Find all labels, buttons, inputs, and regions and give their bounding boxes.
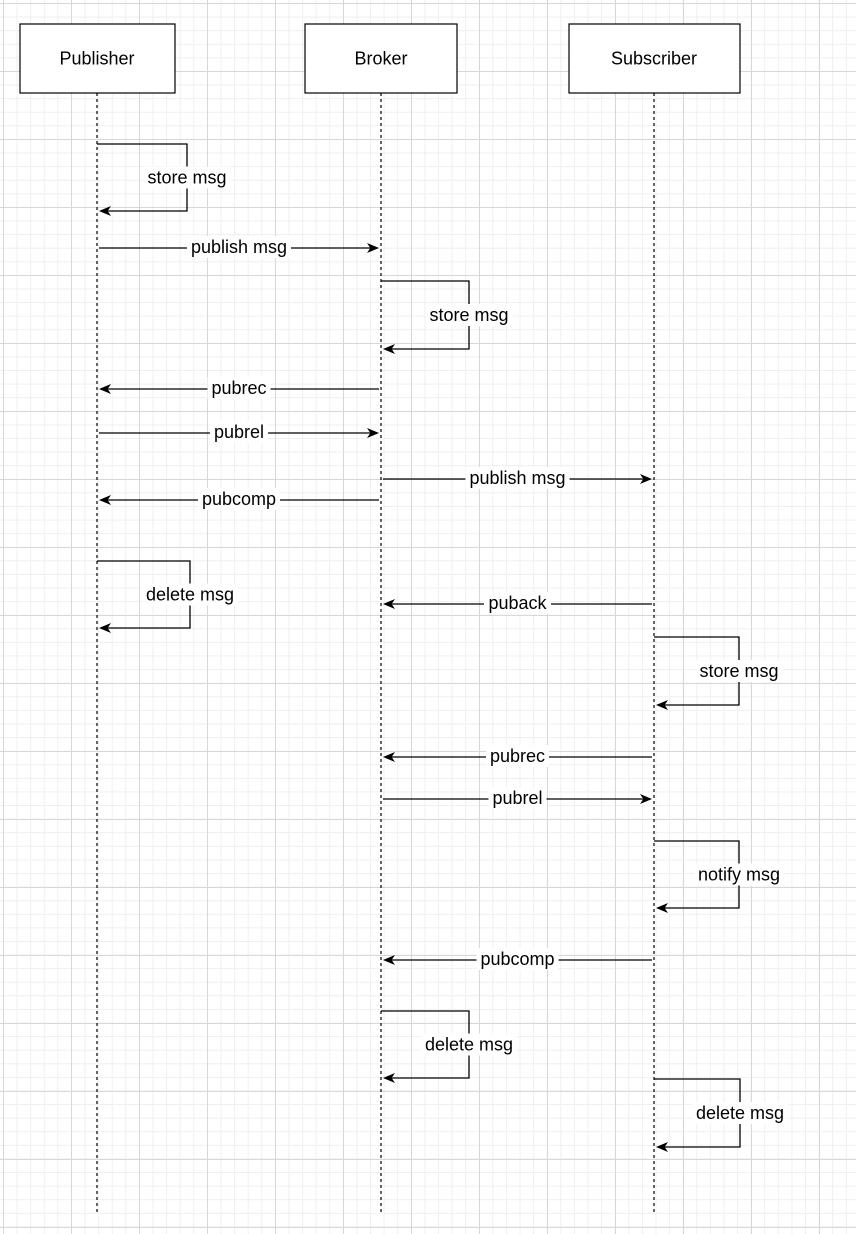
message-label: delete msg xyxy=(425,1035,513,1055)
message-label: pubrec xyxy=(490,746,545,766)
arrow-head xyxy=(99,495,111,505)
lifeline-broker: Broker xyxy=(304,23,458,1215)
message-label: delete msg xyxy=(696,1103,784,1123)
message-label-background xyxy=(488,787,547,809)
message-label-background xyxy=(186,236,292,258)
arrow-head xyxy=(99,384,111,394)
message-label-background xyxy=(693,863,785,886)
message-14[interactable]: pubcomp xyxy=(383,948,652,970)
message-label-background xyxy=(695,660,783,682)
message-label-background xyxy=(483,592,552,614)
arrow-head xyxy=(383,1073,395,1083)
arrow-head xyxy=(367,428,379,438)
message-label-background xyxy=(425,304,513,326)
arrow-head xyxy=(367,243,379,253)
participant-label-publisher: Publisher xyxy=(59,49,134,69)
message-16[interactable]: delete msg xyxy=(654,1078,789,1152)
message-7[interactable]: pubcomp xyxy=(99,488,379,510)
message-label-background xyxy=(143,166,231,189)
participant-box-publisher[interactable] xyxy=(19,23,176,94)
arrow-head xyxy=(383,752,395,762)
message-10[interactable]: store msg xyxy=(654,636,783,710)
message-label: pubrel xyxy=(492,788,542,808)
message-15[interactable]: delete msg xyxy=(381,1010,518,1083)
message-label-background xyxy=(207,377,271,399)
arrow-head xyxy=(640,794,652,804)
messages: store msg publish msg store msg pubrec pubre… xyxy=(97,143,789,1152)
message-12[interactable]: pubrel xyxy=(383,787,652,809)
message-8[interactable]: delete msg xyxy=(97,560,239,633)
message-3[interactable]: store msg xyxy=(381,280,513,354)
message-6[interactable]: publish msg xyxy=(383,467,652,489)
arrow-head xyxy=(656,903,668,913)
message-label: delete msg xyxy=(146,585,234,605)
message-label: puback xyxy=(488,593,547,613)
message-label: store msg xyxy=(429,305,508,325)
arrow-head xyxy=(640,474,652,484)
message-label-background xyxy=(209,421,269,443)
arrow-head xyxy=(656,1142,668,1152)
arrow-head xyxy=(99,623,111,633)
arrow-head xyxy=(99,206,111,216)
message-label: pubcomp xyxy=(480,949,554,969)
message-1[interactable]: store msg xyxy=(97,143,231,216)
message-label: pubrel xyxy=(214,422,264,442)
message-label: pubrec xyxy=(211,378,266,398)
message-label: store msg xyxy=(699,661,778,681)
message-label-background xyxy=(691,1102,789,1124)
message-label: publish msg xyxy=(469,468,565,488)
arrow-head xyxy=(383,599,395,609)
message-label-background xyxy=(476,948,559,970)
message-label-background xyxy=(485,745,550,767)
message-label: pubcomp xyxy=(202,489,276,509)
lifeline-publisher: Publisher xyxy=(19,23,176,1215)
message-5[interactable]: pubrel xyxy=(99,421,379,443)
message-label-background xyxy=(141,583,239,606)
message-4[interactable]: pubrec xyxy=(99,377,379,399)
arrow-head xyxy=(383,344,395,354)
arrow-head xyxy=(656,700,668,710)
message-label: store msg xyxy=(147,168,226,188)
participant-label-subscriber: Subscriber xyxy=(611,49,697,69)
lifelines: Publisher Broker Subscriber xyxy=(19,23,741,1215)
message-label-background xyxy=(465,467,570,489)
message-label: publish msg xyxy=(191,237,287,257)
participant-label-broker: Broker xyxy=(354,49,407,69)
arrow-head xyxy=(383,955,395,965)
participant-box-subscriber[interactable] xyxy=(568,23,741,94)
message-label-background xyxy=(197,488,281,510)
message-label: notify msg xyxy=(698,865,780,885)
message-13[interactable]: notify msg xyxy=(654,840,785,913)
message-11[interactable]: pubrec xyxy=(383,745,652,767)
message-2[interactable]: publish msg xyxy=(99,236,379,258)
participant-box-broker[interactable] xyxy=(304,23,458,94)
lifeline-subscriber: Subscriber xyxy=(568,23,741,1215)
message-9[interactable]: puback xyxy=(383,592,652,614)
message-label-background xyxy=(420,1033,518,1056)
